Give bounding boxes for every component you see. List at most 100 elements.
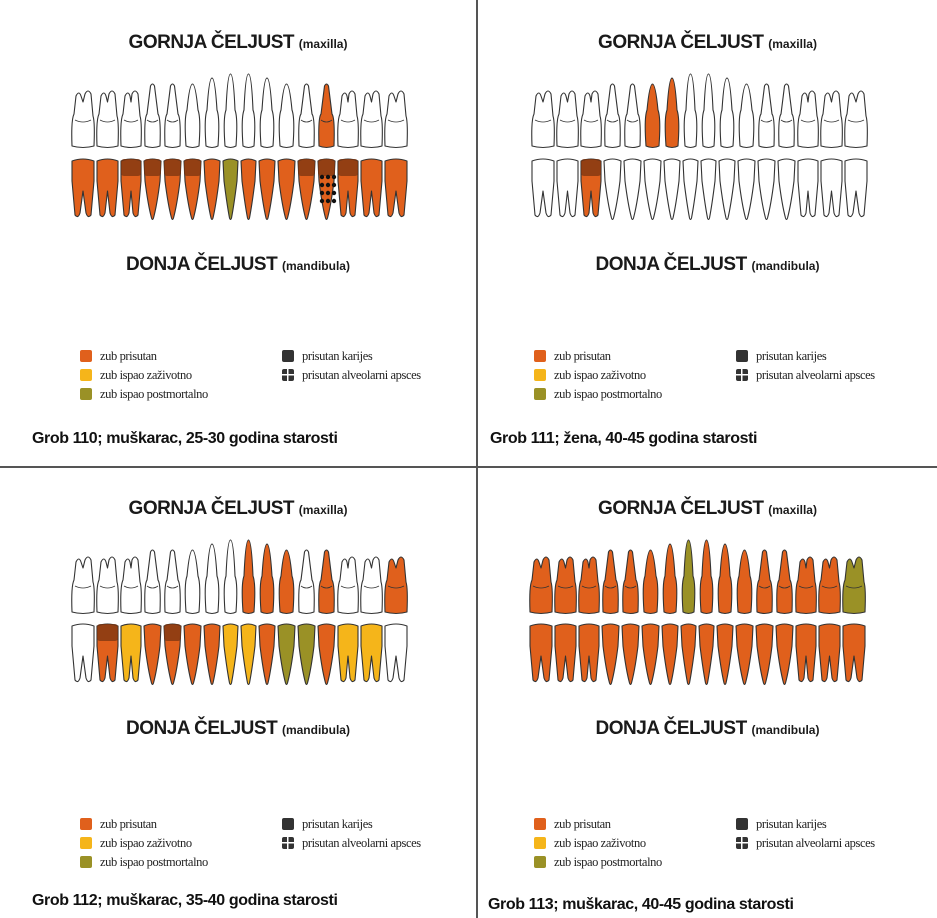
- upper-tooth-2-present: [555, 557, 577, 614]
- legend-label: zub prisutan: [554, 348, 611, 364]
- upper-tooth-14-absent: [798, 91, 819, 148]
- dental-panel-grave-113: GORNJA ČELJUST (maxilla) DONJA ČELJUST (…: [478, 468, 937, 918]
- lower-tooth-4-present: [144, 624, 161, 685]
- upper-tooth-8-lost_postmortem: [682, 540, 695, 614]
- lower-tooth-13-abscess-dot: [320, 183, 324, 187]
- legend-swatch: [80, 818, 92, 830]
- lower-tooth-14-caries: [338, 159, 358, 176]
- lower-tooth-1-present: [530, 624, 552, 682]
- legend-label: zub prisutan: [100, 816, 157, 832]
- lower-tooth-9-absent: [701, 159, 716, 220]
- lower-tooth-16-present: [385, 159, 407, 217]
- legend-swatch: [534, 818, 546, 830]
- upper-tooth-4-present: [603, 550, 619, 614]
- lower-tooth-13-abscess-dot: [332, 191, 336, 195]
- legend-swatch: [534, 369, 546, 381]
- upper-jaw-title: GORNJA ČELJUST (maxilla): [0, 498, 476, 520]
- upper-tooth-6-present: [645, 84, 660, 148]
- upper-tooth-13-present: [319, 550, 335, 614]
- lower-tooth-5-present: [622, 624, 639, 685]
- upper-tooth-3-absent: [581, 91, 602, 148]
- legend-swatch: [282, 818, 294, 830]
- lower-tooth-15-present: [819, 624, 840, 682]
- lower-tooth-13-abscess-dot: [326, 175, 330, 179]
- upper-tooth-6-present: [643, 550, 658, 614]
- upper-tooth-6-absent: [185, 84, 200, 148]
- upper-tooth-12-absent: [759, 84, 775, 148]
- legend-swatch: [80, 856, 92, 868]
- upper-tooth-3-absent: [121, 557, 142, 614]
- upper-jaw-chart: [526, 538, 886, 618]
- lower-tooth-1-present: [72, 159, 94, 217]
- legend-label: zub ispao postmortalno: [100, 854, 208, 870]
- legend-label: zub prisutan: [100, 348, 157, 364]
- lower-tooth-15-lost_antemortem: [361, 624, 382, 682]
- lower-tooth-15-absent: [821, 159, 842, 217]
- lower-tooth-8-lost_postmortem: [223, 159, 238, 220]
- lower-tooth-3-present: [579, 624, 599, 682]
- legend: zub prisutan zub ispao zaživotno zub ispao…: [80, 816, 470, 886]
- lower-tooth-3-lost_antemortem: [121, 624, 141, 682]
- lower-tooth-1-absent: [532, 159, 554, 217]
- dental-panel-grave-111: GORNJA ČELJUST (maxilla) DONJA ČELJUST (…: [478, 0, 937, 466]
- upper-tooth-12-absent: [299, 84, 315, 148]
- lower-tooth-10-present: [717, 624, 733, 685]
- grave-caption: Grob 111; žena, 40-45 godina starosti: [490, 430, 757, 448]
- lower-tooth-7-present: [204, 624, 220, 685]
- lower-tooth-2-present: [97, 159, 118, 217]
- lower-tooth-6-present: [184, 624, 201, 685]
- lower-tooth-13-present: [776, 624, 793, 685]
- lower-tooth-5-caries: [164, 159, 181, 176]
- lower-tooth-16-absent: [845, 159, 867, 217]
- upper-jaw-title: GORNJA ČELJUST (maxilla): [0, 32, 476, 54]
- lower-tooth-5-absent: [624, 159, 641, 220]
- legend-label: zub ispao zaživotno: [100, 835, 192, 851]
- upper-tooth-8-absent: [224, 74, 237, 148]
- upper-jaw-chart: [528, 72, 888, 152]
- lower-tooth-2-absent: [557, 159, 578, 217]
- upper-tooth-14-present: [796, 557, 817, 614]
- upper-tooth-3-absent: [121, 91, 142, 148]
- grave-caption: Grob 110; muškarac, 25-30 godina starost…: [32, 430, 338, 448]
- upper-tooth-9-absent: [242, 74, 255, 148]
- legend-swatch: [80, 369, 92, 381]
- upper-tooth-5-absent: [165, 84, 181, 148]
- lower-tooth-2-caries: [97, 624, 118, 641]
- lower-tooth-3-caries: [121, 159, 141, 176]
- upper-tooth-14-absent: [338, 557, 359, 614]
- upper-tooth-16-present: [385, 557, 408, 614]
- lower-tooth-7-present: [204, 159, 220, 220]
- legend-swatch: [80, 388, 92, 400]
- upper-tooth-7-present: [665, 78, 679, 148]
- lower-tooth-13-abscess-dot: [320, 199, 324, 203]
- legend-label: zub ispao zaživotno: [100, 367, 192, 383]
- upper-tooth-15-absent: [361, 91, 383, 148]
- lower-tooth-7-present: [662, 624, 678, 685]
- lower-tooth-11-present: [736, 624, 753, 685]
- lower-tooth-12-absent: [758, 159, 775, 220]
- lower-tooth-13-abscess-dot: [332, 199, 336, 203]
- lower-jaw-title: DONJA ČELJUST (mandibula): [478, 718, 937, 740]
- lower-tooth-10-present: [259, 159, 275, 220]
- lower-tooth-6-absent: [644, 159, 661, 220]
- upper-tooth-1-present: [530, 557, 553, 614]
- lower-tooth-5-caries: [164, 624, 181, 641]
- upper-tooth-4-absent: [605, 84, 621, 148]
- upper-tooth-5-present: [623, 550, 639, 614]
- legend: zub prisutanzub ispao zaživotnozub ispao…: [534, 816, 924, 886]
- upper-tooth-8-absent: [224, 540, 237, 614]
- upper-tooth-16-lost_postmortem: [843, 557, 866, 614]
- upper-tooth-13-present: [319, 84, 335, 148]
- lower-tooth-4-caries: [144, 159, 161, 176]
- upper-tooth-2-absent: [97, 557, 119, 614]
- lower-tooth-2-present: [555, 624, 576, 682]
- lower-jaw-title: DONJA ČELJUST (mandibula): [0, 718, 476, 740]
- legend-label: zub ispao zaživotno: [554, 835, 646, 851]
- lower-tooth-6-caries: [184, 159, 201, 176]
- upper-tooth-14-absent: [338, 91, 359, 148]
- legend-label: prisutan karijes: [756, 816, 826, 832]
- lower-tooth-1-absent: [72, 624, 94, 682]
- upper-tooth-7-absent: [205, 78, 219, 148]
